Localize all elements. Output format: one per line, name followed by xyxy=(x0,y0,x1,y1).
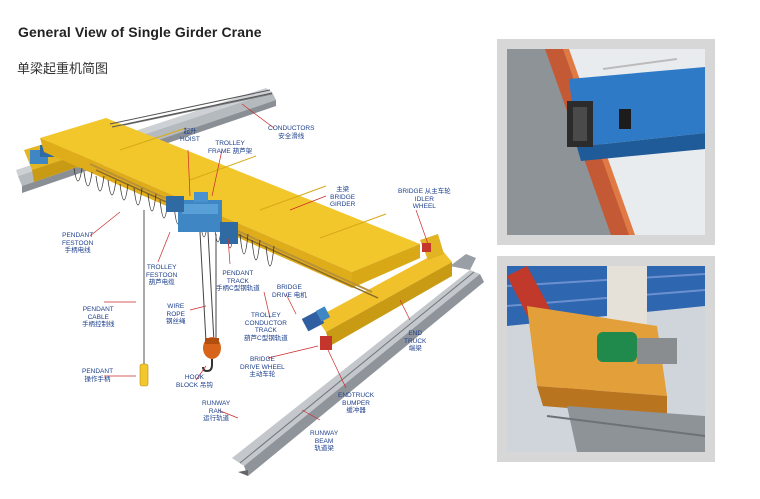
label-trolley-festoon: TROLLEY FESTOON 葫芦电缆 xyxy=(146,264,178,286)
label-pendant-festoon: PENDANT FESTOON 手柄电线 xyxy=(62,232,94,254)
bridge-drive-motor xyxy=(301,306,331,332)
crane-girder-photo-1 xyxy=(497,39,715,245)
label-bridge-girder: 主梁 BRIDGE GIRDER xyxy=(330,186,356,208)
label-pendant-cable: PENDANT CABLE 手柄控制线 xyxy=(82,306,115,328)
crane-endtruck-photo-2 xyxy=(497,256,715,462)
label-runway-beam: RUNWAY BEAM 轨道梁 xyxy=(310,430,339,452)
label-bridge-drive-wheel: BRIDGE DRIVE WHEEL 主动车轮 xyxy=(240,356,285,378)
label-bridge-idler-wheel: BRIDGE 从主车轮 IDLER WHEEL xyxy=(398,188,451,210)
label-end-truck: END TRUCK 端梁 xyxy=(404,330,427,352)
page-title: General View of Single Girder Crane xyxy=(18,24,262,40)
label-runway-rail: RUNWAY RAIL 运行轨道 xyxy=(202,400,231,422)
pendant-cable xyxy=(139,210,149,387)
label-pendant: PENDANT 操作手柄 xyxy=(82,368,114,383)
page-subtitle: 单梁起重机简图 xyxy=(17,62,109,77)
label-trolley-conductor-track: TROLLEY CONDUCTOR TRACK 葫芦C型钢轨道 xyxy=(244,312,288,342)
photo-icon xyxy=(507,49,705,235)
leader-lines xyxy=(89,103,429,421)
label-conductors: CONDUCTORS 安全滑线 xyxy=(268,125,315,140)
label-bridge-drive: BRIDGE DRIVE 电机 xyxy=(272,284,307,299)
conductors xyxy=(109,89,273,128)
label-trolley-frame: TROLLEY FRAME 葫芦架 xyxy=(208,140,253,155)
photo-icon xyxy=(507,266,705,452)
wire-rope xyxy=(199,231,217,343)
front-runway-beam xyxy=(232,254,484,476)
right-end-truck xyxy=(316,234,452,350)
label-wire-rope: WIRE ROPE 钢丝绳 xyxy=(166,303,186,325)
label-endtruck-bumper: ENDTRUCK BUMPER 缓冲器 xyxy=(338,392,375,414)
label-pendant-track: PENDANT TRACK 手柄C型钢轨道 xyxy=(216,270,260,292)
label-hoist: 起升 HOIST xyxy=(180,128,200,143)
hoist-trolley xyxy=(166,192,238,244)
label-hook-block: HOOK BLOCK 吊钩 xyxy=(176,374,213,389)
